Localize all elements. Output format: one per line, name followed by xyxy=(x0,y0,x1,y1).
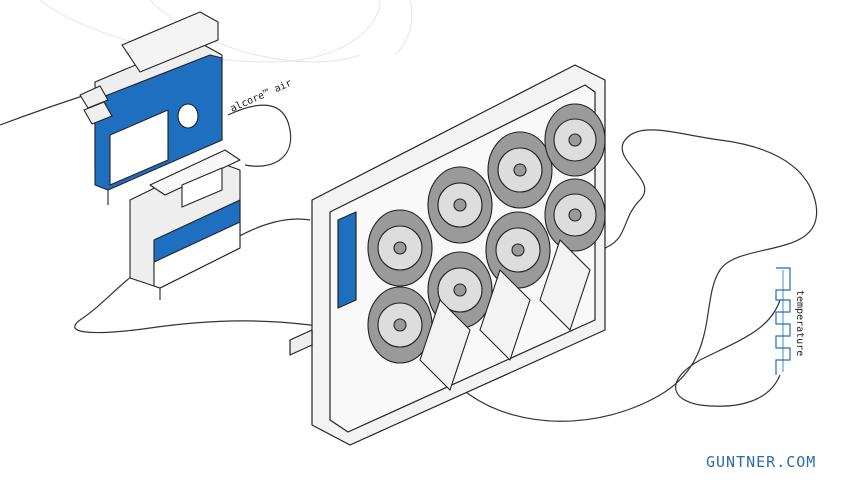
fan xyxy=(544,178,606,252)
support-legs xyxy=(419,238,591,392)
fan xyxy=(427,166,493,244)
fan xyxy=(487,131,553,209)
sensor-cable xyxy=(675,299,781,407)
fan xyxy=(367,209,433,287)
sensor-label: temperature xyxy=(794,290,805,356)
fan xyxy=(485,211,551,289)
controller-unit xyxy=(79,11,223,205)
fan xyxy=(544,103,606,177)
website-link[interactable]: GUNTNER.COM xyxy=(706,453,817,471)
fan-array xyxy=(367,103,606,364)
fan xyxy=(367,286,433,364)
io-module xyxy=(129,149,241,300)
background-arcs xyxy=(39,0,413,63)
temperature-sensor xyxy=(775,267,791,375)
connection-cable xyxy=(0,91,818,422)
controller-label: alcore™ air xyxy=(229,78,294,115)
